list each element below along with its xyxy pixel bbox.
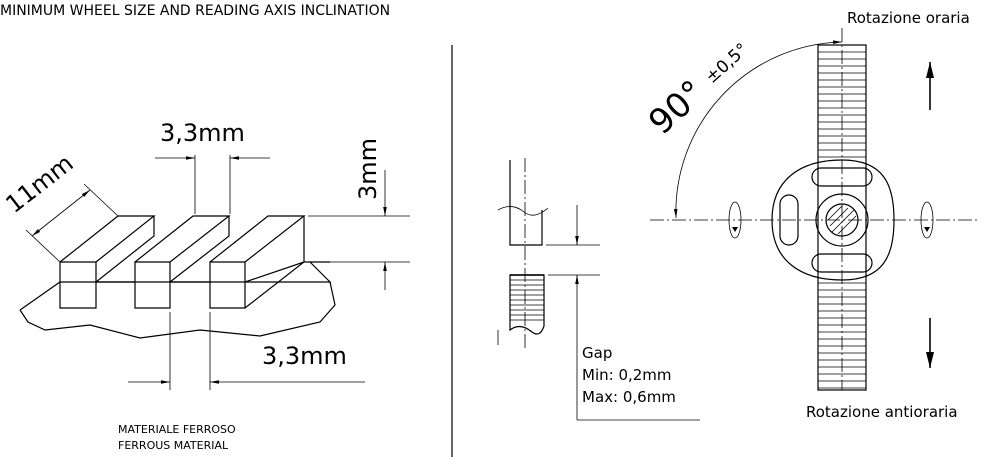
gap-max-value: Max: 0,6mm <box>582 388 676 406</box>
rotation-ccw-label: Rotazione antioraria <box>806 403 958 421</box>
rotation-cw-label: Rotazione oraria <box>847 9 970 27</box>
gap-label: Gap <box>582 344 612 362</box>
dim-tooth-height: 3mm <box>308 138 410 290</box>
material-label-en: FERROUS MATERIAL <box>118 439 229 452</box>
sensor-gap-drawing <box>497 158 700 421</box>
dim-label-3mm: 3mm <box>354 138 382 200</box>
axis-inclination-drawing <box>650 28 980 391</box>
diagram-title: MINIMUM WHEEL SIZE AND READING AXIS INCL… <box>0 3 390 19</box>
dim-tooth-width: 3,3mm <box>155 119 270 214</box>
angle-main-label: 90° <box>641 73 713 143</box>
material-label-it: MATERIALE FERROSO <box>118 423 236 436</box>
angle-tolerance-label: ±0,5° <box>702 40 752 88</box>
gap-min-value: Min: 0,2mm <box>582 366 672 384</box>
toothed-rack-drawing <box>19 215 336 339</box>
dim-label-3-3mm-top: 3,3mm <box>160 119 245 147</box>
dim-tooth-length: 11mm <box>0 149 119 263</box>
dim-label-3-3mm-bottom: 3,3mm <box>262 342 347 370</box>
dim-tooth-gap: 3,3mm <box>128 312 365 390</box>
